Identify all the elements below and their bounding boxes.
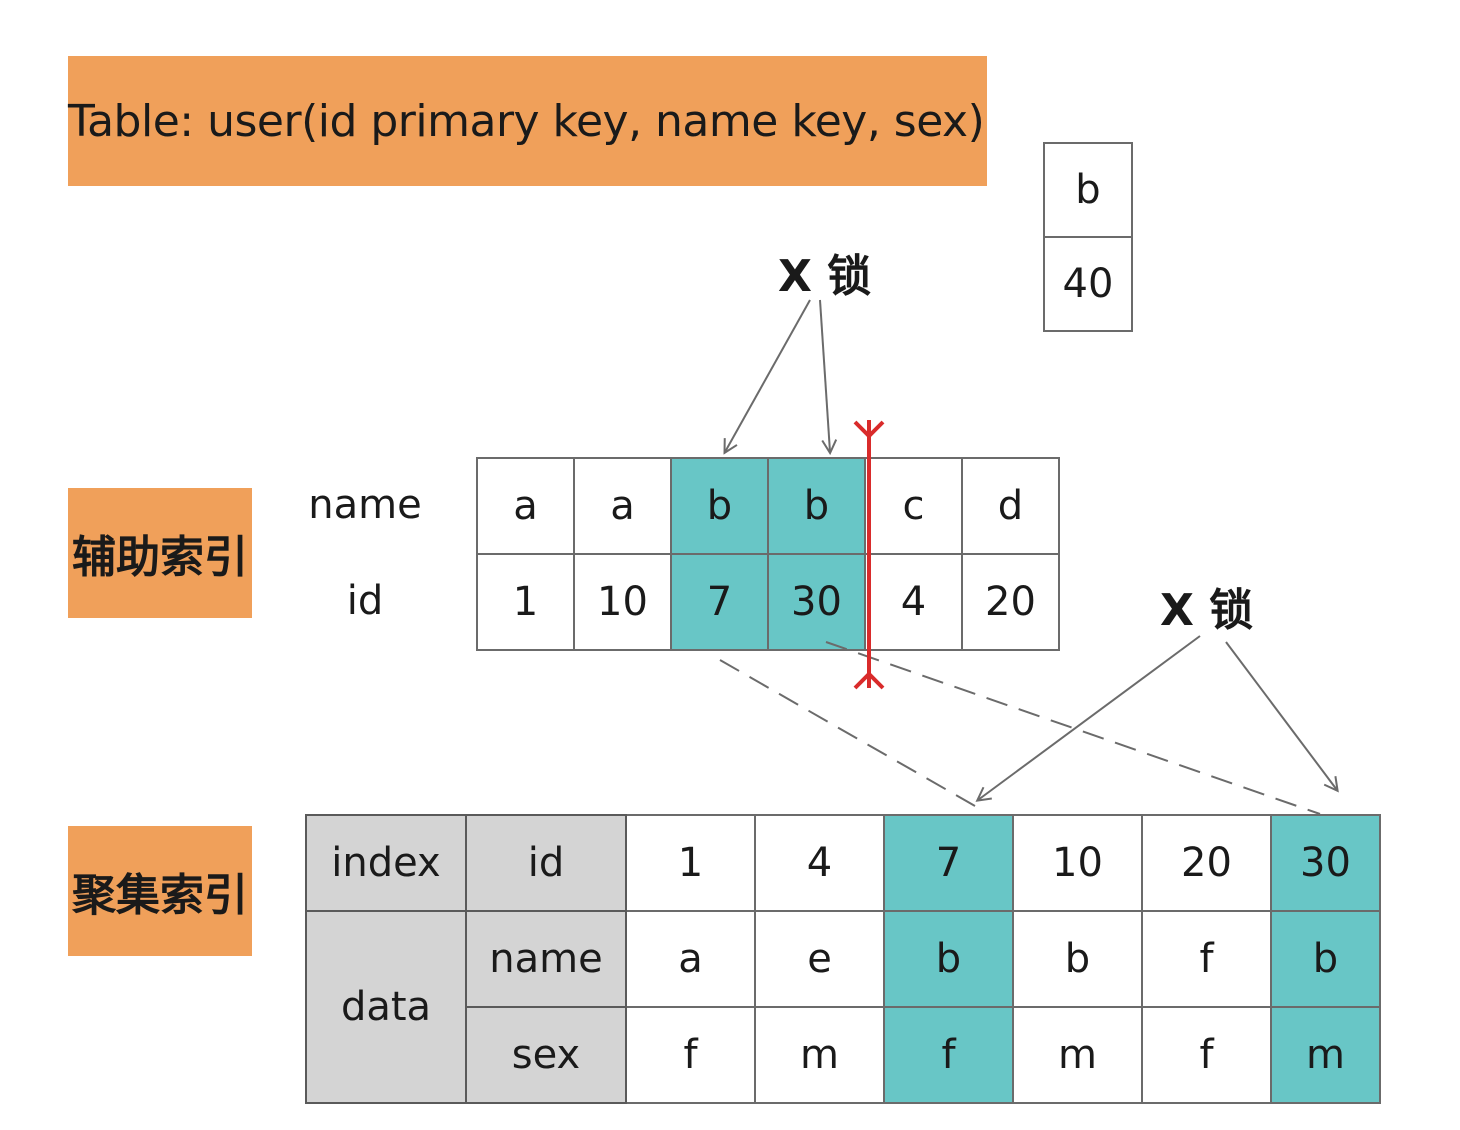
clu-name-cell: f [1141, 910, 1272, 1008]
clu-sex-cell-locked: f [883, 1006, 1014, 1104]
clu-sex-cell: f [625, 1006, 756, 1104]
clustered-name-row: data name a e b b f b [305, 910, 1381, 1104]
table-definition-text: Table: user(id primary key, name key, se… [68, 95, 985, 147]
new-record-name: b [1043, 142, 1133, 238]
secondary-index-table: a a b b c d 1 10 7 30 4 20 [476, 457, 1060, 651]
id-header: id [465, 814, 627, 912]
clustered-index-label: 聚集索引 [72, 870, 248, 921]
sex-header: sex [465, 1006, 627, 1104]
lock-arrow-clustered-left [978, 635, 1201, 800]
name-header: name [465, 910, 627, 1008]
secondary-id-row: 1 10 7 30 4 20 [476, 553, 1060, 651]
clu-id-cell: 10 [1012, 814, 1143, 912]
new-record-id: 40 [1043, 236, 1133, 332]
data-header: data [305, 910, 467, 1104]
secondary-index-label: 辅助索引 [72, 532, 248, 583]
clu-name-cell-locked: b [883, 910, 1014, 1008]
table-definition-banner: Table: user(id primary key, name key, se… [68, 56, 987, 186]
sec-name-cell: d [961, 457, 1060, 555]
lock-arrow-secondary-right [819, 299, 830, 452]
sec-name-cell: a [476, 457, 575, 555]
clu-name-cell: b [1012, 910, 1143, 1008]
clustered-index-table: index id 1 4 7 10 20 30 data name a e b … [305, 814, 1381, 1104]
gap-lock-marker [853, 420, 885, 690]
new-record-box: b 40 [1043, 142, 1133, 332]
clu-id-cell: 20 [1141, 814, 1272, 912]
clustered-id-row: index id 1 4 7 10 20 30 [305, 814, 1381, 912]
sec-id-cell: 10 [573, 553, 672, 651]
sec-name-cell: a [573, 457, 672, 555]
clu-id-cell-locked: 7 [883, 814, 1014, 912]
secondary-index-row-labels: name id [290, 457, 440, 649]
clustered-sex-row: sex f m f m f m [306, 1006, 1381, 1104]
lookup-dashed-line-7 [719, 659, 976, 807]
clu-sex-cell-locked: m [1270, 1006, 1381, 1104]
clu-name-cell: a [625, 910, 756, 1008]
lock-arrow-secondary-left [725, 299, 811, 452]
sec-name-cell-locked: b [767, 457, 866, 555]
clu-sex-cell: m [1012, 1006, 1143, 1104]
sec-id-cell-locked: 30 [767, 553, 866, 651]
clu-sex-cell: f [1141, 1006, 1272, 1104]
index-header: index [305, 814, 467, 912]
clu-id-cell-locked: 30 [1270, 814, 1381, 912]
row-label-name: name [308, 482, 422, 528]
clu-name-cell: e [754, 910, 885, 1008]
clu-id-cell: 4 [754, 814, 885, 912]
clu-sex-cell: m [754, 1006, 885, 1104]
x-lock-label-secondary: X 锁 [778, 251, 872, 302]
secondary-name-row: a a b b c d [476, 457, 1060, 555]
secondary-index-label-box: 辅助索引 [68, 488, 252, 618]
clu-id-cell: 1 [625, 814, 756, 912]
clustered-index-label-box: 聚集索引 [68, 826, 252, 956]
sec-name-cell-locked: b [670, 457, 769, 555]
sec-name-cell: c [864, 457, 963, 555]
clu-name-cell-locked: b [1270, 910, 1381, 1008]
sec-id-cell-locked: 7 [670, 553, 769, 651]
sec-id-cell: 1 [476, 553, 575, 651]
sec-id-cell: 4 [864, 553, 963, 651]
sec-id-cell: 20 [961, 553, 1060, 651]
x-lock-label-clustered: X 锁 [1160, 585, 1254, 636]
row-label-id: id [346, 578, 384, 624]
lookup-dashed-line-30 [825, 641, 1321, 815]
lock-arrow-clustered-right [1225, 641, 1337, 790]
